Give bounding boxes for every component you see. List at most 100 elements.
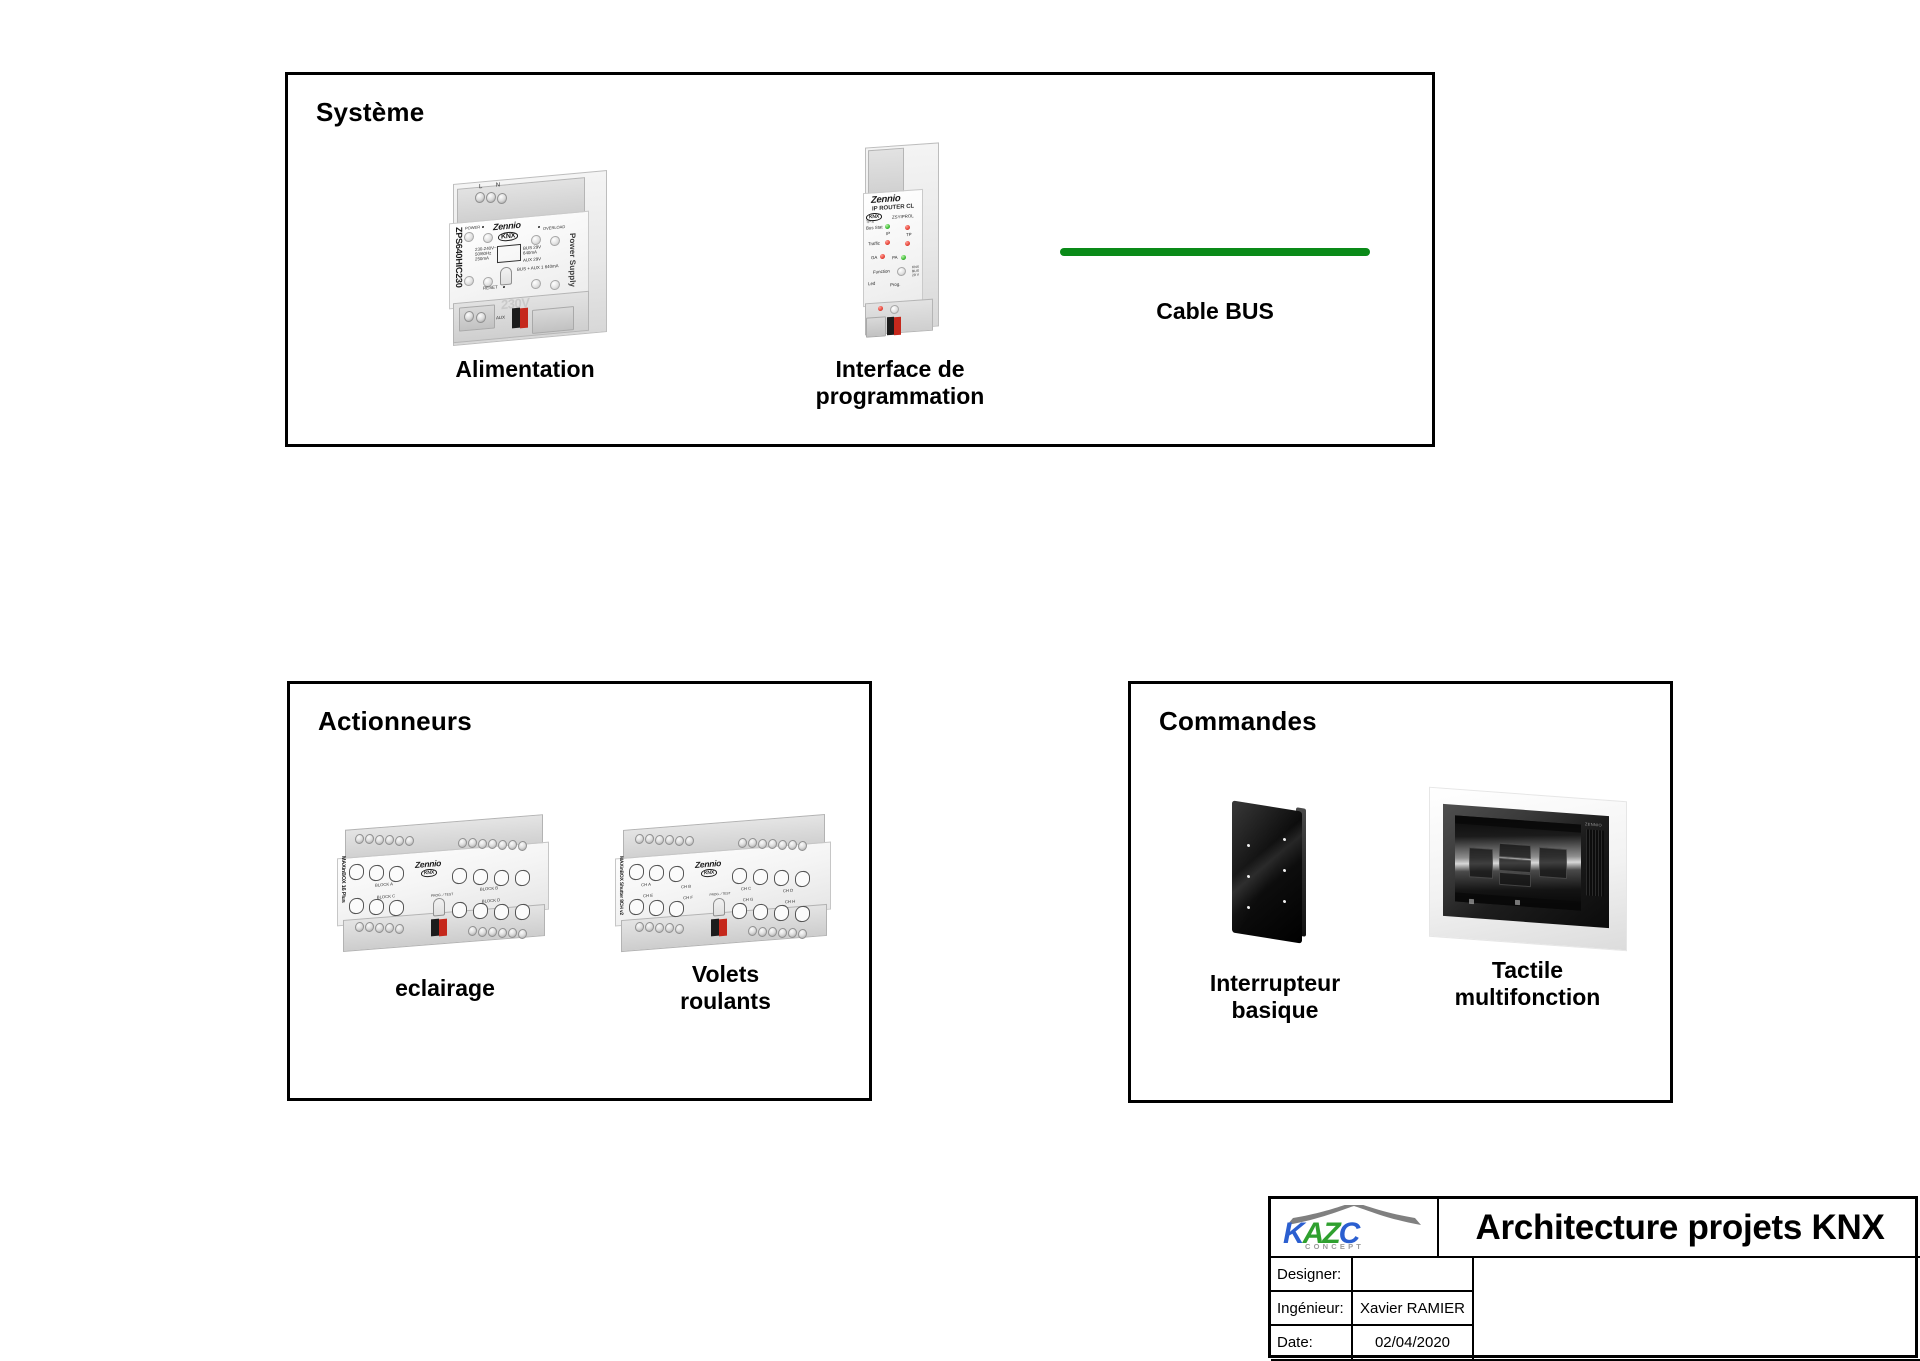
title-block-notes-area[interactable]: [1474, 1258, 1920, 1361]
bus-cable-line: [1060, 248, 1370, 256]
prog-test-button[interactable]: [432, 897, 445, 917]
relay-icon: [472, 868, 488, 886]
panel-tile-center-mid[interactable]: [1499, 857, 1531, 874]
terminal-hole: [787, 839, 797, 851]
panel-tile-center-bot[interactable]: [1499, 871, 1531, 888]
relay-icon: [514, 903, 530, 921]
prog-button-label[interactable]: Prog.: [890, 281, 901, 288]
relay-icon: [348, 897, 364, 915]
relay-icon: [388, 865, 404, 883]
terminal-hole: [517, 840, 527, 852]
switch-reflection: [1232, 800, 1302, 944]
schematic-symbol: [497, 243, 521, 264]
kazc-tagline: CONCEPT: [1305, 1241, 1365, 1251]
terminal-hole: [654, 834, 664, 846]
device-label-actuator-volets: Volets roulants: [680, 961, 771, 1015]
terminal-hole: [797, 928, 807, 940]
title-block-value-ingenieur[interactable]: Xavier RAMIER: [1353, 1292, 1474, 1326]
relay-icon: [493, 869, 509, 887]
terminal-hole: [684, 835, 694, 847]
terminal-hole: [634, 833, 644, 845]
panel-nav-icon-center[interactable]: [1515, 899, 1520, 906]
group-title-commandes: Commandes: [1159, 706, 1317, 736]
reset-button[interactable]: [500, 266, 512, 286]
relay-icon: [668, 865, 684, 883]
group-title-systeme: Système: [316, 97, 425, 127]
basic-switch-art[interactable]: [1220, 800, 1330, 948]
ga-label: GA: [871, 254, 878, 261]
terminal-hole: [757, 838, 767, 850]
panel-nav-icon-left[interactable]: [1469, 898, 1474, 905]
terminal-hole: [487, 838, 497, 850]
terminal-hole: [517, 928, 527, 940]
terminal-hole: [477, 838, 487, 850]
panel-tile-shutter[interactable]: [1469, 847, 1493, 879]
device-label-actuator-eclairage: eclairage: [395, 975, 495, 1001]
relay-icon: [514, 869, 530, 887]
actuator-lighting-art: Zennio KNX MAXinBOX 16 Plus BLOCK A BLOC…: [333, 814, 558, 952]
touch-panel-art[interactable]: ZENNIO: [1425, 786, 1630, 952]
terminal-hole: [767, 838, 777, 850]
traffic-label: Traffic: [868, 240, 880, 247]
column-label-ip: IP: [886, 230, 891, 237]
relay-icon: [773, 869, 789, 887]
terminal-hole: [644, 921, 654, 933]
terminal-hole: [664, 834, 674, 846]
terminal-hole: [374, 834, 384, 846]
title-block-value-designer[interactable]: [1353, 1258, 1474, 1292]
relay-icon: [773, 904, 789, 922]
group-title-actionneurs: Actionneurs: [318, 706, 472, 736]
terminal-hole: [507, 927, 517, 939]
relay-icon: [348, 863, 364, 881]
terminal-hole: [767, 926, 777, 938]
terminal-hole: [634, 921, 644, 933]
relay-icon: [752, 868, 768, 886]
terminal-hole: [467, 925, 477, 937]
terminal-hole: [354, 833, 364, 845]
ip-router-art: Zennio IP ROUTER CL KNX ZSYIPROL TP-X Bu…: [835, 142, 965, 340]
terminal-hole: [507, 839, 517, 851]
device-label-cable-bus: Cable BUS: [1156, 298, 1274, 324]
title-block-key-date: Date:: [1271, 1326, 1353, 1361]
terminal-hole: [747, 925, 757, 937]
bus-connector-red: [894, 316, 901, 336]
relay-icon: [451, 901, 467, 919]
prog-test-button[interactable]: [712, 897, 725, 917]
kazc-logo: KAZC CONCEPT: [1279, 1204, 1429, 1251]
title-block-key-ingenieur: Ingénieur:: [1271, 1292, 1353, 1326]
relay-icon: [648, 899, 664, 917]
title-block-value-date[interactable]: 02/04/2020: [1353, 1326, 1474, 1361]
bus-connector-red: [438, 918, 447, 937]
kazc-letters-az: AZ: [1302, 1216, 1341, 1250]
terminal-hole: [777, 927, 787, 939]
led-button-label[interactable]: Led: [868, 280, 876, 287]
terminal-hole: [487, 926, 497, 938]
device-label-interface-programmation: Interface de programmation: [815, 356, 985, 410]
bus-connector-black: [887, 316, 894, 336]
column-label-tp: TP: [906, 231, 912, 238]
device-label-alimentation: Alimentation: [455, 356, 595, 382]
actuator-shutter-art: Zennio KNX MAXinBOX Shutter 8CH v2 CH A …: [611, 814, 841, 953]
switch-led-indicator: [1283, 868, 1286, 873]
relay-icon: [731, 902, 747, 920]
terminal-hole: [664, 922, 674, 934]
switch-led-indicator: [1247, 843, 1250, 848]
panel-tile-keypad[interactable]: [1539, 846, 1567, 880]
panel-tile-center-top[interactable]: [1499, 842, 1531, 860]
kazc-letter-k: K: [1283, 1216, 1305, 1250]
power-supply-art: L N POWER Zennio OVERLOAD KNX ZPS640HIC2…: [435, 169, 615, 347]
terminal-hole: [404, 835, 414, 847]
model-code: ZPS640HIC230: [454, 226, 464, 289]
model-name: MAXinBOX Shutter 8CH v2: [617, 855, 624, 916]
terminal-hole: [364, 833, 374, 845]
relay-icon: [368, 864, 384, 882]
switch-led-indicator: [1283, 837, 1286, 842]
bus-connector-red: [520, 307, 528, 329]
device-label-tactile-multifonction: Tactile multifonction: [1454, 957, 1601, 1011]
relay-icon: [493, 903, 509, 921]
relay-icon: [628, 898, 644, 916]
panel-speaker-grill: [1586, 829, 1604, 897]
document-title: Architecture projets KNX: [1475, 1207, 1885, 1247]
terminal-hole: [737, 837, 747, 849]
relay-icon: [472, 902, 488, 920]
